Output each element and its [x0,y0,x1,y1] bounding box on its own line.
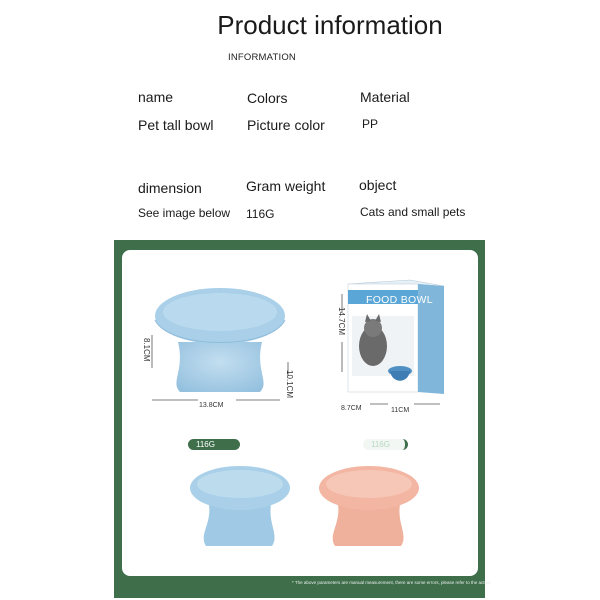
box-height-label: 14.7CM [337,307,346,336]
bowl-width-label: 13.8CM [199,402,224,409]
dimension-value: See image below [138,206,231,220]
footnote: * The above parameters are manual measur… [292,580,491,585]
material-label: Material [360,89,410,105]
pink-bowl-image [319,466,419,546]
dimension-label: dimension [138,180,202,196]
weight-label: Gram weight [246,178,326,194]
bowl-dimension-illustration [151,288,289,401]
weight-tag-pink: 116G [363,439,408,450]
box-width-label: 11CM [391,407,410,414]
bowl-height-label: 8.1CM [142,338,151,362]
blue-bowl-image [190,466,290,546]
colors-label: Colors [247,90,288,106]
box-depth-label: 8.7CM [341,405,362,412]
weight-tag-blue: 116G [188,439,240,450]
bowl-total-height-label: 10.1CM [285,370,294,399]
name-label: name [138,89,174,105]
material-value: PP [362,117,379,131]
box-label: FOOD BOWL [366,294,433,306]
name-value: Pet tall bowl [138,117,214,133]
page-subtitle: INFORMATION [228,52,296,63]
object-value: Cats and small pets [360,205,466,219]
object-label: object [359,177,397,193]
page-title: Product information [217,10,443,40]
bowl-inner [163,293,277,331]
weight-value: 116G [246,207,275,221]
food-bowl-box-illustration [341,279,445,405]
colors-value: Picture color [247,117,325,133]
bowl-base [176,342,264,392]
